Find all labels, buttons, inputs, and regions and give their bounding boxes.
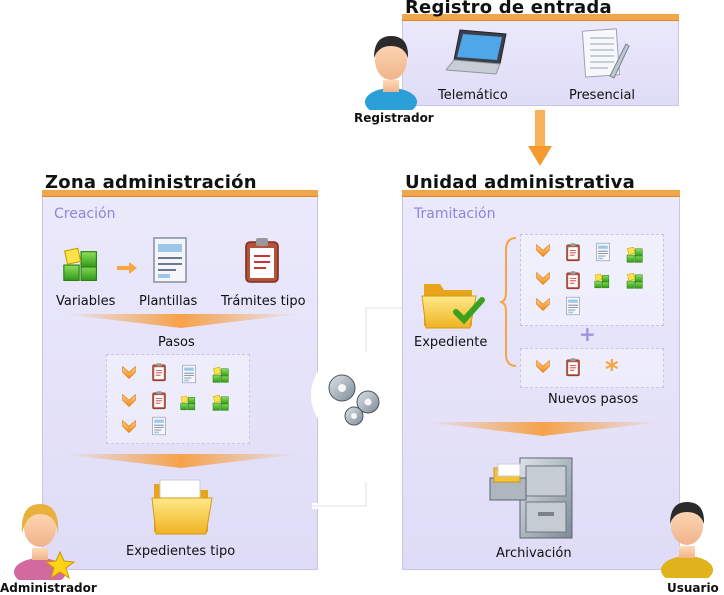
pasos-box	[106, 354, 250, 444]
orange-wedge-top	[62, 312, 300, 330]
registrador-avatar	[362, 30, 420, 110]
administrador-avatar	[10, 500, 78, 580]
pasos-label: Pasos	[158, 335, 195, 350]
telematico-label: Telemático	[438, 88, 508, 103]
filing-cabinet-icon	[480, 454, 580, 546]
tramitacion-pasos-box	[520, 234, 664, 326]
unidad-header-bar	[402, 190, 680, 197]
orange-wedge-unidad	[424, 420, 662, 438]
creacion-label: Creación	[54, 206, 116, 222]
laptop-icon	[446, 28, 510, 80]
expediente-label: Expediente	[414, 335, 488, 350]
nuevos-pasos-label: Nuevos pasos	[548, 392, 639, 407]
clipboard-icon	[242, 232, 282, 288]
expediente-folder-check-icon	[420, 278, 486, 332]
small-right-arrow-icon	[117, 262, 137, 274]
registro-panel	[402, 18, 679, 106]
variables-label: Variables	[56, 294, 116, 309]
down-arrow-icon	[528, 110, 552, 168]
usuario-label: Usuario	[667, 581, 719, 595]
form-sheet-icon	[580, 26, 630, 84]
gears-icon	[310, 350, 400, 440]
tramitacion-label: Tramitación	[414, 206, 496, 222]
zona-title: Zona administración	[45, 172, 257, 193]
registrador-label: Registrador	[354, 111, 434, 125]
nuevos-pasos-box: *	[520, 348, 664, 388]
usuario-avatar	[656, 498, 718, 578]
unidad-title: Unidad administrativa	[405, 172, 635, 193]
expedientes-tipo-label: Expedientes tipo	[126, 544, 236, 559]
brace-icon	[498, 236, 518, 368]
orange-wedge-bottom	[62, 452, 300, 470]
green-cubes-icon	[60, 247, 106, 287]
presencial-label: Presencial	[569, 88, 636, 103]
registro-title: Registro de entrada	[405, 0, 612, 18]
plus-sign: +	[579, 322, 596, 346]
tramites-tipo-label: Trámites tipo	[221, 294, 306, 309]
archivacion-label: Archivación	[496, 546, 572, 561]
template-document-icon	[150, 232, 190, 288]
administrador-label: Administrador	[0, 581, 97, 595]
zona-header-bar	[42, 190, 318, 197]
svg-text:*: *	[605, 355, 619, 385]
plantillas-label: Plantillas	[139, 294, 198, 309]
expedientes-tipo-folder-icon	[150, 476, 214, 538]
registro-header-bar	[402, 14, 679, 21]
